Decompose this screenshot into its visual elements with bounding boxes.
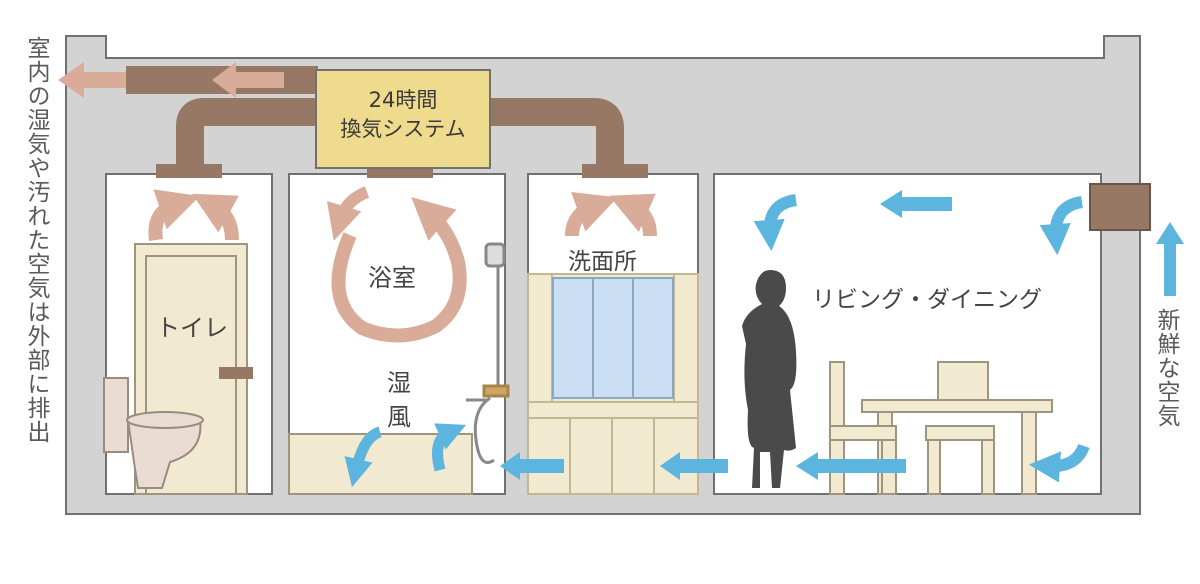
dining-chair-right: [925, 361, 995, 495]
fresh-air-curved-arrows: [344, 194, 1090, 488]
exhaust-caption: 室内の湿気や汚れた空気は外部に排出: [23, 36, 49, 444]
toilet-label: トイレ: [156, 314, 228, 342]
exhaust-outside-arrows: [58, 62, 284, 98]
person-silhouette: [742, 270, 797, 488]
system-label-line2: 換気システム: [340, 117, 466, 141]
ventilation-system-label: 24時間 換気システム: [316, 86, 490, 144]
vent-grille-washroom: [582, 164, 648, 178]
fresh-air-caption: 新鮮な空気: [1153, 308, 1179, 428]
toilet-bowl: [103, 377, 204, 489]
exhaust-arrows: [148, 186, 657, 343]
system-label-line1: 24時間: [368, 88, 438, 112]
fresh-air-arrows: [500, 190, 1184, 480]
humid-air-label: 湿風: [387, 369, 411, 431]
ventilation-system-box: [315, 69, 491, 169]
washroom-label: 洗面所: [568, 249, 637, 275]
living-dining-label: リビング・ダイニング: [812, 287, 1042, 313]
shower-fixture: [466, 242, 510, 464]
fresh-air-inlet: [1089, 183, 1151, 231]
bathroom-label: 浴室: [368, 264, 416, 292]
vent-grille-toilet: [156, 164, 222, 178]
vanity-mirror: [552, 277, 674, 399]
